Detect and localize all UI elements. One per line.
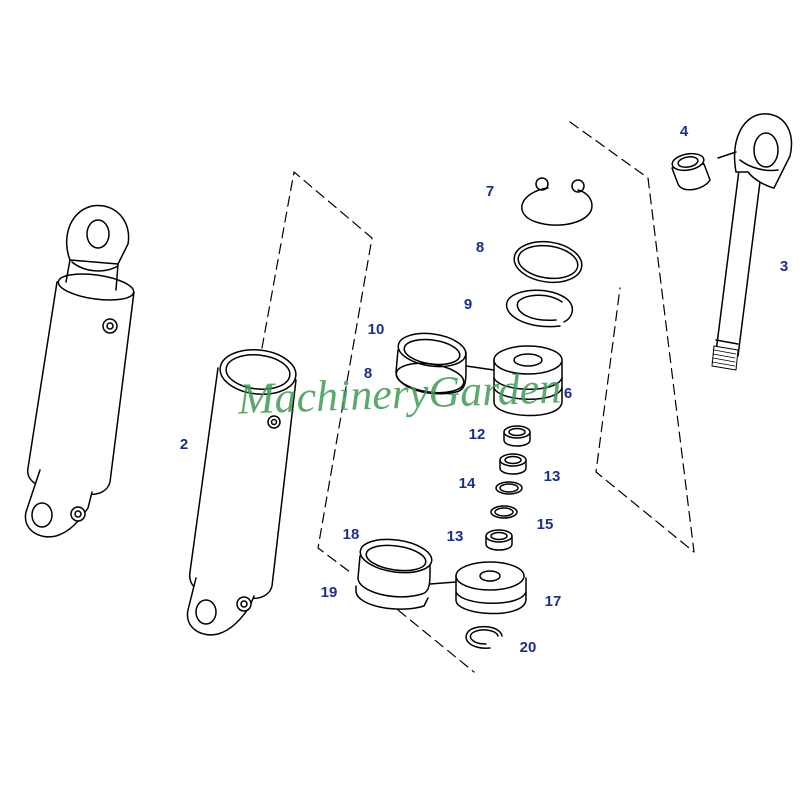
seal-part-12 [503,425,531,447]
callout-c3: 3 [780,258,788,275]
bushing-part-4 [671,151,737,191]
callout-c20: 20 [520,639,537,656]
callout-c10: 10 [368,321,385,338]
piston-seal-part-18 [357,538,433,598]
part-callouts: 4 7 3 8 9 10 8 6 2 12 13 14 15 18 13 19 17 20 [180,123,788,656]
callout-c2: 2 [180,436,188,453]
callout-c8b: 8 [364,365,372,382]
callout-c4: 4 [680,123,689,140]
callout-c7: 7 [486,183,494,200]
piston-rod-part-3 [711,113,793,371]
seal-part-14 [495,481,523,495]
barrel-part-2 [186,349,297,636]
piston-part-17 [429,561,527,615]
callout-c9: 9 [464,296,472,313]
callout-c17: 17 [545,593,562,610]
callout-c15: 15 [537,516,554,533]
callout-c8a: 8 [476,239,484,256]
o-ring-part-8-upper [513,240,583,284]
callout-c13b: 13 [447,528,464,545]
o-ring-part-8-lower [395,362,465,394]
backup-ring-part-9 [505,289,574,328]
exploded-boundary-lines [261,121,695,673]
ring-part-19 [355,585,429,610]
callout-c19: 19 [321,584,338,601]
circlip-part-7 [521,177,593,226]
watermark: MachineryGarden [236,363,562,423]
seal-part-15 [490,505,518,519]
callout-c18: 18 [343,526,360,543]
callout-c12: 12 [469,426,486,443]
snap-ring-part-20 [465,625,503,649]
seal-part-10 [395,332,467,395]
assembled-cylinder [24,204,135,538]
callout-c13a: 13 [544,468,561,485]
seal-part-13-lower [485,529,513,551]
gland-part-6 [465,345,563,417]
seal-part-13-upper [499,453,527,475]
callout-c14: 14 [459,475,476,492]
callout-c6: 6 [564,385,572,402]
